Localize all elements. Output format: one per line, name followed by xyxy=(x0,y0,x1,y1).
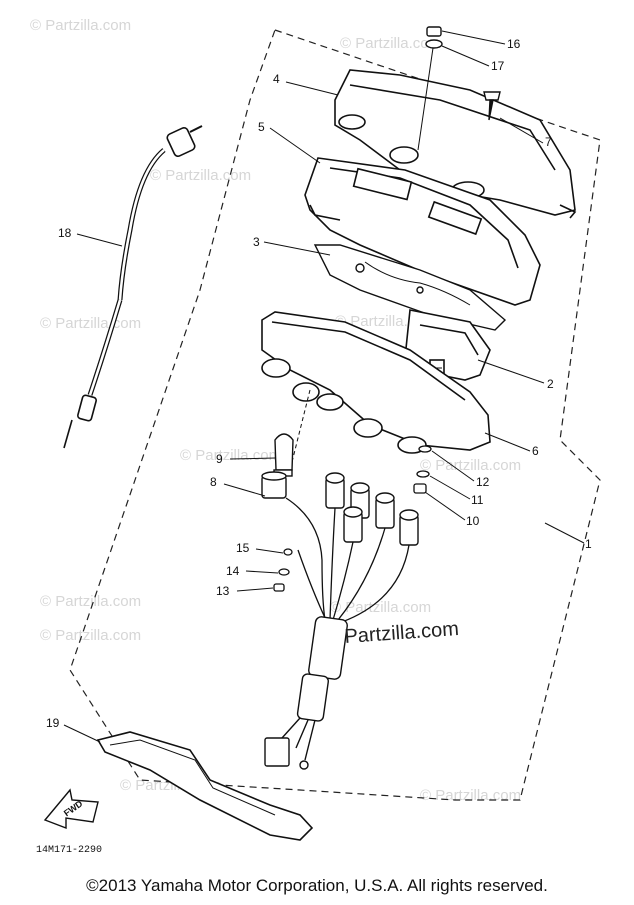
callout-16: 16 xyxy=(507,37,521,51)
callout-8: 8 xyxy=(210,475,217,489)
callout-13: 13 xyxy=(216,584,230,598)
bottom-cover xyxy=(96,731,314,841)
callout-7: 7 xyxy=(545,135,552,149)
callout-5: 5 xyxy=(258,120,265,134)
screw-7 xyxy=(483,91,501,121)
bulb-sockets-and-harness xyxy=(261,471,419,770)
watermark: © Partzilla.com xyxy=(340,35,441,52)
callout-labels: 1 2 3 4 5 6 7 8 9 10 11 12 13 14 15 16 1… xyxy=(46,37,592,730)
watermark: © Partzilla.com xyxy=(30,17,131,34)
circuit-plate xyxy=(313,244,507,331)
leader-lines xyxy=(63,30,585,743)
watermark: © Partzilla.com xyxy=(40,315,141,332)
watermark-main: Partzilla.com xyxy=(344,618,460,648)
bulb xyxy=(273,433,294,477)
callout-9: 9 xyxy=(216,452,223,466)
callout-2: 2 xyxy=(547,377,554,391)
callout-17: 17 xyxy=(491,59,505,73)
callout-11: 11 xyxy=(471,493,484,507)
callout-3: 3 xyxy=(253,235,260,249)
drawing-code: 14M171-2290 xyxy=(36,845,102,856)
watermark: © Partzilla.com xyxy=(40,627,141,644)
watermark: © Partzilla.com xyxy=(40,593,141,610)
copyright-notice: ©2013 Yamaha Motor Corporation, U.S.A. A… xyxy=(86,876,548,895)
screw-and-washer xyxy=(417,26,443,151)
watermark: © Partzilla.com xyxy=(420,457,521,474)
speedometer-cable xyxy=(63,125,203,449)
callout-10: 10 xyxy=(466,514,480,528)
fwd-arrow-icon: FWD xyxy=(43,788,99,830)
wires xyxy=(285,497,410,623)
callout-18: 18 xyxy=(58,226,72,240)
callout-14: 14 xyxy=(226,564,240,578)
watermark: © Partzilla.com xyxy=(330,599,431,616)
nuts-washers-left xyxy=(273,548,293,592)
nuts-washers-right xyxy=(413,445,432,494)
watermark: © Partzilla.com xyxy=(150,167,251,184)
meter-panel xyxy=(304,157,541,306)
callout-15: 15 xyxy=(236,541,250,555)
watermark: © Partzilla.com xyxy=(180,447,281,464)
callout-1: 1 xyxy=(585,537,592,551)
callout-6: 6 xyxy=(532,444,539,458)
watermark: © Partzilla.com xyxy=(420,787,521,804)
callout-19: 19 xyxy=(46,716,60,730)
callout-12: 12 xyxy=(476,475,490,489)
socket-cluster xyxy=(325,472,419,546)
callout-4: 4 xyxy=(273,72,280,86)
